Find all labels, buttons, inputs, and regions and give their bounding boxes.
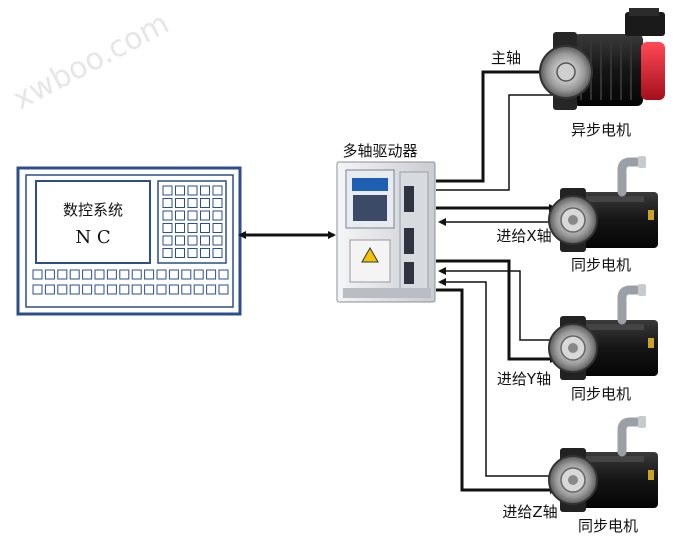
- keypad-key: [200, 210, 210, 221]
- keyboard-key: [69, 269, 80, 280]
- keypad-key: [200, 185, 210, 196]
- keyboard-key: [193, 284, 204, 295]
- keyboard-key: [156, 284, 167, 295]
- keyboard-key: [218, 269, 229, 280]
- controller-inner-frame: [25, 174, 234, 308]
- wiring: [436, 68, 562, 494]
- keypad-key: [200, 235, 210, 246]
- controller-subtitle: N C: [75, 227, 110, 248]
- keypad-key: [175, 210, 185, 221]
- wire-spindle-out: [436, 68, 562, 183]
- cnc-controller: 数控系统 N C: [16, 166, 242, 316]
- driver-keypad: [353, 195, 387, 221]
- z-axis-label: 进给Z轴: [502, 503, 557, 521]
- keyboard-key: [168, 269, 179, 280]
- keyboard-key: [82, 269, 93, 280]
- keyboard-key: [82, 284, 93, 295]
- controller-keypad-frame: [157, 180, 227, 264]
- keypad-key: [162, 185, 173, 196]
- multi-axis-driver: [336, 161, 436, 303]
- warning-icon: [361, 246, 379, 263]
- keyboard-key: [206, 284, 217, 295]
- keypad-key: [212, 210, 223, 221]
- z-motor-label: 同步电机: [578, 517, 638, 535]
- keypad-key: [212, 198, 223, 208]
- keyboard-key: [119, 284, 130, 295]
- keypad-key: [175, 223, 185, 233]
- keypad-key: [212, 248, 223, 258]
- keyboard-key: [131, 269, 142, 280]
- wire-z-out: [436, 288, 558, 494]
- keyboard-key: [193, 269, 204, 280]
- keypad-key: [212, 185, 223, 196]
- driver-display: [352, 178, 388, 191]
- keypad-key: [200, 223, 210, 233]
- x-motor-label: 同步电机: [571, 256, 631, 274]
- keyboard-key: [181, 269, 192, 280]
- keypad-key: [187, 248, 198, 258]
- keypad-key: [175, 235, 185, 246]
- wire-y-feedback: [438, 267, 556, 341]
- keypad-key: [175, 185, 185, 196]
- keypad-key: [212, 235, 223, 246]
- keyboard-key: [218, 284, 229, 295]
- y-motor-label: 同步电机: [571, 385, 631, 403]
- keyboard-key: [119, 269, 130, 280]
- servo-motor-z: [549, 416, 658, 512]
- keypad-key: [200, 248, 210, 258]
- controller-screen: [35, 180, 151, 264]
- keyboard-key: [32, 269, 43, 280]
- keyboard-key: [94, 269, 105, 280]
- keyboard-key: [106, 284, 117, 295]
- driver-title: 多轴驱动器: [342, 142, 417, 160]
- async-motor-red-cover: [641, 42, 665, 100]
- keyboard-key: [69, 284, 80, 295]
- async-motor: [539, 8, 665, 110]
- keypad-key: [162, 248, 173, 258]
- controller-keypad: [162, 185, 223, 258]
- keypad-key: [187, 185, 198, 196]
- spindle-axis-label: 主轴: [491, 49, 521, 67]
- keypad-key: [162, 210, 173, 221]
- spindle-motor-label: 异步电机: [571, 121, 631, 139]
- keyboard-key: [206, 269, 217, 280]
- keypad-key: [187, 210, 198, 221]
- controller-key-rows: [32, 269, 229, 295]
- watermark-text: xwboo.com: [7, 6, 175, 117]
- keyboard-key: [94, 284, 105, 295]
- wire-y-out: [436, 259, 558, 363]
- keyboard-key: [44, 284, 55, 295]
- keyboard-key: [32, 284, 43, 295]
- keypad-key: [200, 198, 210, 208]
- keyboard-key: [181, 284, 192, 295]
- keypad-key: [162, 223, 173, 233]
- keypad-key: [187, 223, 198, 233]
- keypad-key: [175, 198, 185, 208]
- controller-title: 数控系统: [63, 201, 123, 219]
- wire-z-feedback: [438, 278, 556, 477]
- servo-motor-y: [549, 284, 658, 380]
- keyboard-key: [44, 269, 55, 280]
- keyboard-key: [144, 269, 155, 280]
- keypad-key: [187, 235, 198, 246]
- keypad-key: [212, 223, 223, 233]
- keyboard-key: [168, 284, 179, 295]
- keyboard-key: [57, 284, 68, 295]
- keyboard-key: [106, 269, 117, 280]
- controller-outer-frame: [16, 166, 242, 316]
- keypad-key: [162, 235, 173, 246]
- servo-motor-x: [549, 156, 658, 252]
- y-axis-label: 进给Y轴: [497, 370, 551, 388]
- keyboard-key: [57, 269, 68, 280]
- keyboard-key: [156, 269, 167, 280]
- wire-spindle-feedback: [436, 94, 560, 191]
- keypad-key: [162, 198, 173, 208]
- x-axis-label: 进给X轴: [496, 227, 551, 245]
- keyboard-key: [144, 284, 155, 295]
- keypad-key: [175, 248, 185, 258]
- keyboard-key: [131, 284, 142, 295]
- keypad-key: [187, 198, 198, 208]
